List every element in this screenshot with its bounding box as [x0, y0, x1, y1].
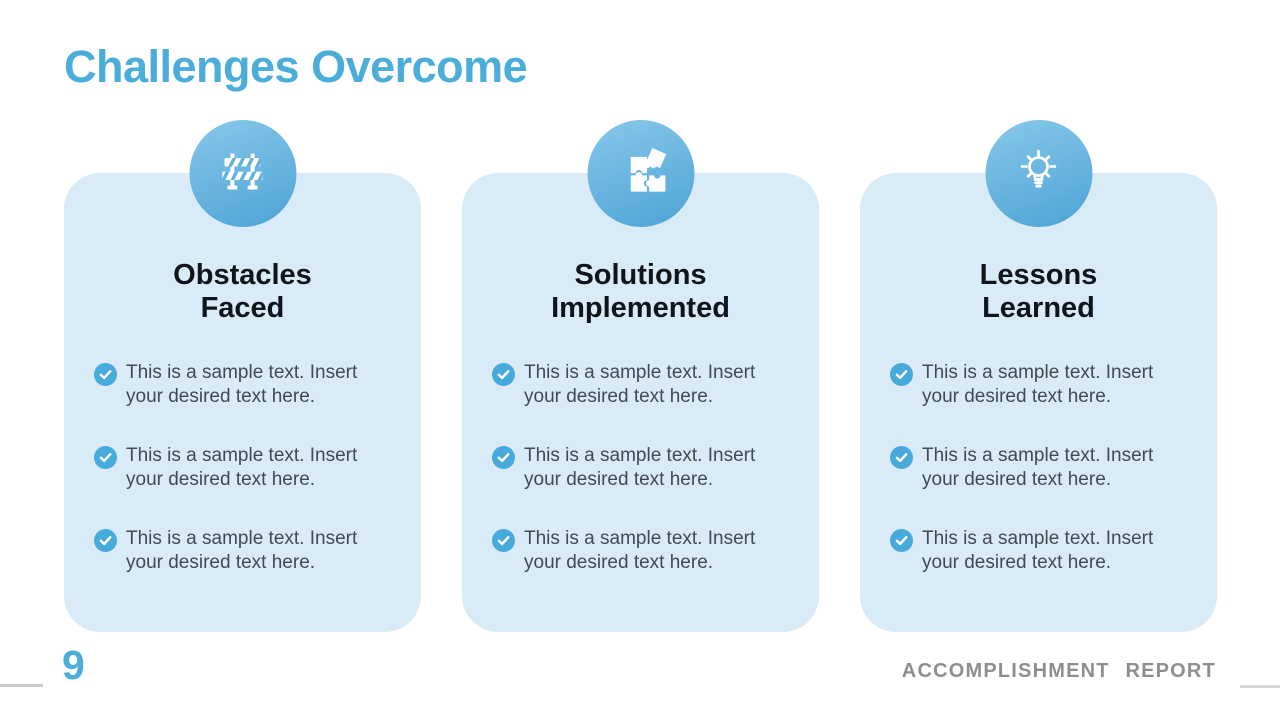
icon-circle	[587, 120, 694, 227]
bullet-text: This is a sample text. Insert your desir…	[126, 445, 358, 490]
card-lessons: Lessons Learned This is a sample text. I…	[860, 173, 1217, 632]
bullet-text: This is a sample text. Insert your desir…	[922, 362, 1154, 407]
bullet-text: This is a sample text. Insert your desir…	[922, 528, 1154, 573]
list-item: This is a sample text. Insert your desir…	[890, 444, 1191, 491]
check-circle-icon	[94, 363, 117, 386]
check-circle-icon	[890, 363, 913, 386]
card-solutions: Solutions Implemented This is a sample t…	[462, 173, 819, 632]
page-number: 9	[62, 642, 85, 688]
icon-circle	[985, 120, 1092, 227]
list-item: This is a sample text. Insert your desir…	[492, 444, 793, 491]
list-item: This is a sample text. Insert your desir…	[94, 527, 395, 574]
bottom-right-divider	[1240, 685, 1280, 688]
check-circle-icon	[94, 529, 117, 552]
list-item: This is a sample text. Insert your desir…	[94, 361, 395, 408]
card-column-lessons: Lessons Learned This is a sample text. I…	[860, 120, 1217, 632]
lightbulb-icon	[1012, 144, 1066, 203]
list-item: This is a sample text. Insert your desir…	[890, 527, 1191, 574]
list-item: This is a sample text. Insert your desir…	[492, 361, 793, 408]
check-circle-icon	[890, 529, 913, 552]
puzzle-icon	[615, 145, 667, 202]
roadblock-icon	[216, 144, 270, 203]
check-circle-icon	[492, 446, 515, 469]
bullet-text: This is a sample text. Insert your desir…	[126, 362, 358, 407]
card-obstacles: Obstacles Faced This is a sample text. I…	[64, 173, 421, 632]
footer-report-label: ACCOMPLISHMENT REPORT	[901, 660, 1216, 682]
bullet-list: This is a sample text. Insert your desir…	[860, 361, 1217, 574]
bullet-text: This is a sample text. Insert your desir…	[126, 528, 358, 573]
check-circle-icon	[890, 446, 913, 469]
page-title: Challenges Overcome	[64, 41, 528, 92]
card-heading: Solutions Implemented	[551, 259, 730, 324]
card-heading: Lessons Learned	[979, 259, 1098, 324]
cards-row: Obstacles Faced This is a sample text. I…	[64, 120, 1217, 632]
list-item: This is a sample text. Insert your desir…	[94, 444, 395, 491]
check-circle-icon	[94, 446, 117, 469]
bullet-list: This is a sample text. Insert your desir…	[64, 361, 421, 574]
icon-circle	[189, 120, 296, 227]
bullet-text: This is a sample text. Insert your desir…	[524, 445, 756, 490]
bullet-text: This is a sample text. Insert your desir…	[922, 445, 1154, 490]
card-heading: Obstacles Faced	[173, 259, 312, 324]
list-item: This is a sample text. Insert your desir…	[890, 361, 1191, 408]
bottom-left-divider	[0, 684, 43, 687]
card-column-solutions: Solutions Implemented This is a sample t…	[462, 120, 819, 632]
bullet-text: This is a sample text. Insert your desir…	[524, 528, 756, 573]
check-circle-icon	[492, 529, 515, 552]
check-circle-icon	[492, 363, 515, 386]
bullet-text: This is a sample text. Insert your desir…	[524, 362, 756, 407]
card-column-obstacles: Obstacles Faced This is a sample text. I…	[64, 120, 421, 632]
bullet-list: This is a sample text. Insert your desir…	[462, 361, 819, 574]
list-item: This is a sample text. Insert your desir…	[492, 527, 793, 574]
